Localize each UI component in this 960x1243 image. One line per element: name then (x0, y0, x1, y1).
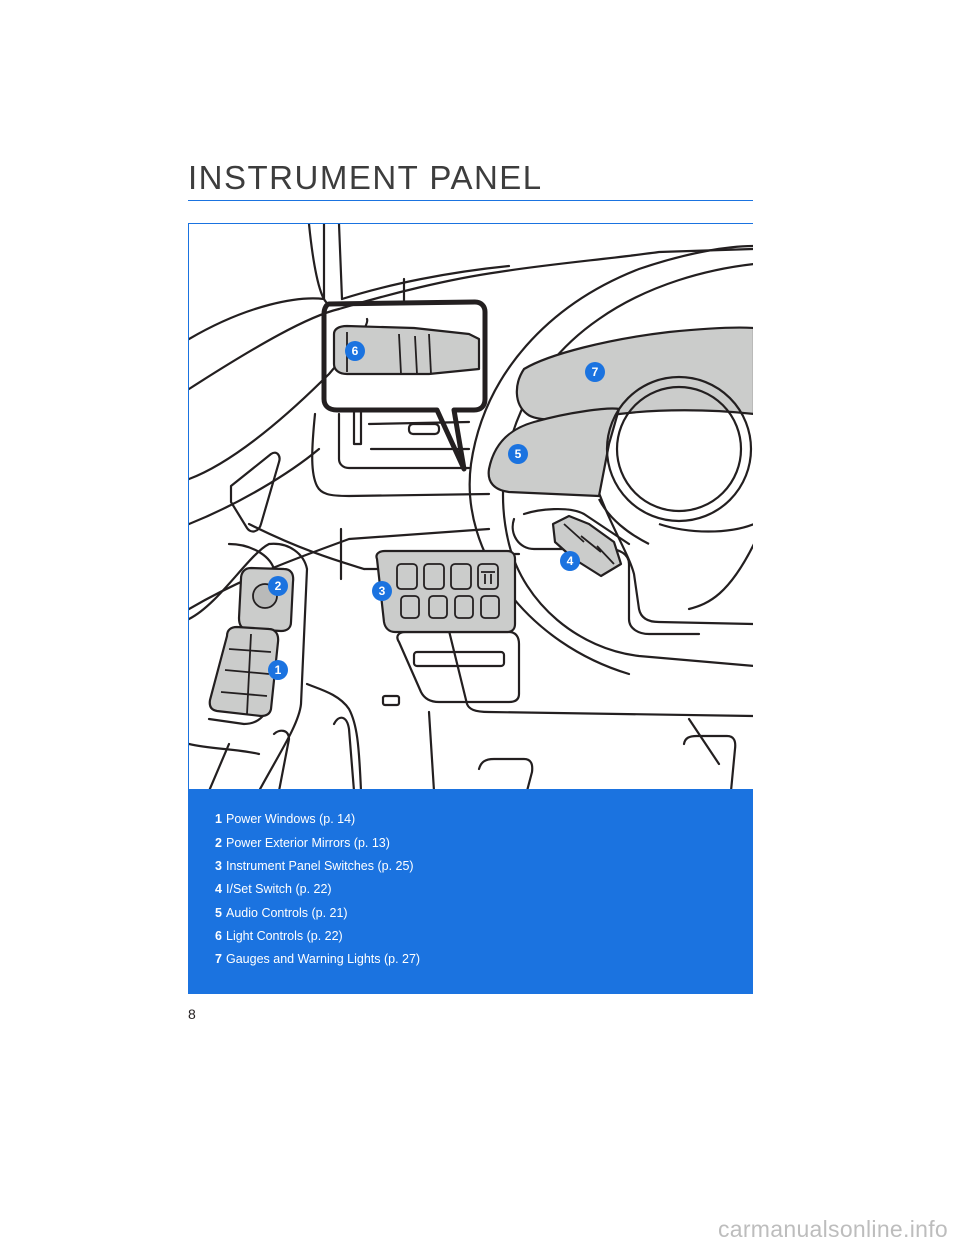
svg-text:2: 2 (275, 579, 282, 593)
callout-7: 7 (585, 362, 605, 382)
svg-text:1: 1 (275, 663, 282, 677)
legend-label: Power Exterior Mirrors (p. 13) (226, 836, 390, 850)
legend-number: 3 (215, 859, 222, 873)
legend-item: 2 Power Exterior Mirrors (p. 13) (215, 836, 390, 850)
callout-1: 1 (268, 660, 288, 680)
callout-3: 3 (372, 581, 392, 601)
callout-2: 2 (268, 576, 288, 596)
svg-text:4: 4 (567, 554, 574, 568)
zoom-inset-frame (321, 299, 488, 472)
legend-item: 6 Light Controls (p. 22) (215, 929, 343, 943)
legend-label: I/Set Switch (p. 22) (226, 882, 332, 896)
legend-number: 4 (215, 882, 222, 896)
legend-number: 2 (215, 836, 222, 850)
svg-text:5: 5 (515, 447, 522, 461)
legend-number: 7 (215, 952, 222, 966)
dashboard-drawing: 1 2 3 4 5 6 7 (189, 224, 753, 790)
legend-label: Instrument Panel Switches (p. 25) (226, 859, 414, 873)
svg-text:7: 7 (592, 365, 599, 379)
svg-text:3: 3 (379, 584, 386, 598)
page-title: INSTRUMENT PANEL (188, 159, 543, 196)
legend-label: Light Controls (p. 22) (226, 929, 343, 943)
watermark[interactable]: carmanualsonline.info (717, 1216, 948, 1242)
legend-label: Audio Controls (p. 21) (226, 906, 348, 920)
legend-item: 1 Power Windows (p. 14) (215, 812, 355, 826)
legend-panel: 1 Power Windows (p. 14) 2 Power Exterior M… (188, 789, 753, 994)
page-number: 8 (188, 1006, 196, 1022)
callout-6: 6 (345, 341, 365, 361)
legend-item: 4 I/Set Switch (p. 22) (215, 882, 332, 896)
legend-label: Power Windows (p. 14) (226, 812, 356, 826)
legend-number: 6 (215, 929, 222, 943)
legend-number: 1 (215, 812, 222, 826)
legend-item: 7 Gauges and Warning Lights (p. 27) (215, 952, 420, 966)
legend-number: 5 (215, 906, 222, 920)
legend-item: 3 Instrument Panel Switches (p. 25) (215, 859, 414, 873)
title-rule (188, 200, 753, 201)
legend-item: 5 Audio Controls (p. 21) (215, 906, 348, 920)
legend-label: Gauges and Warning Lights (p. 27) (226, 952, 421, 966)
callout-5: 5 (508, 444, 528, 464)
instrument-panel-illustration: 1 2 3 4 5 6 7 (188, 223, 753, 790)
callout-4: 4 (560, 551, 580, 571)
svg-text:6: 6 (352, 344, 359, 358)
